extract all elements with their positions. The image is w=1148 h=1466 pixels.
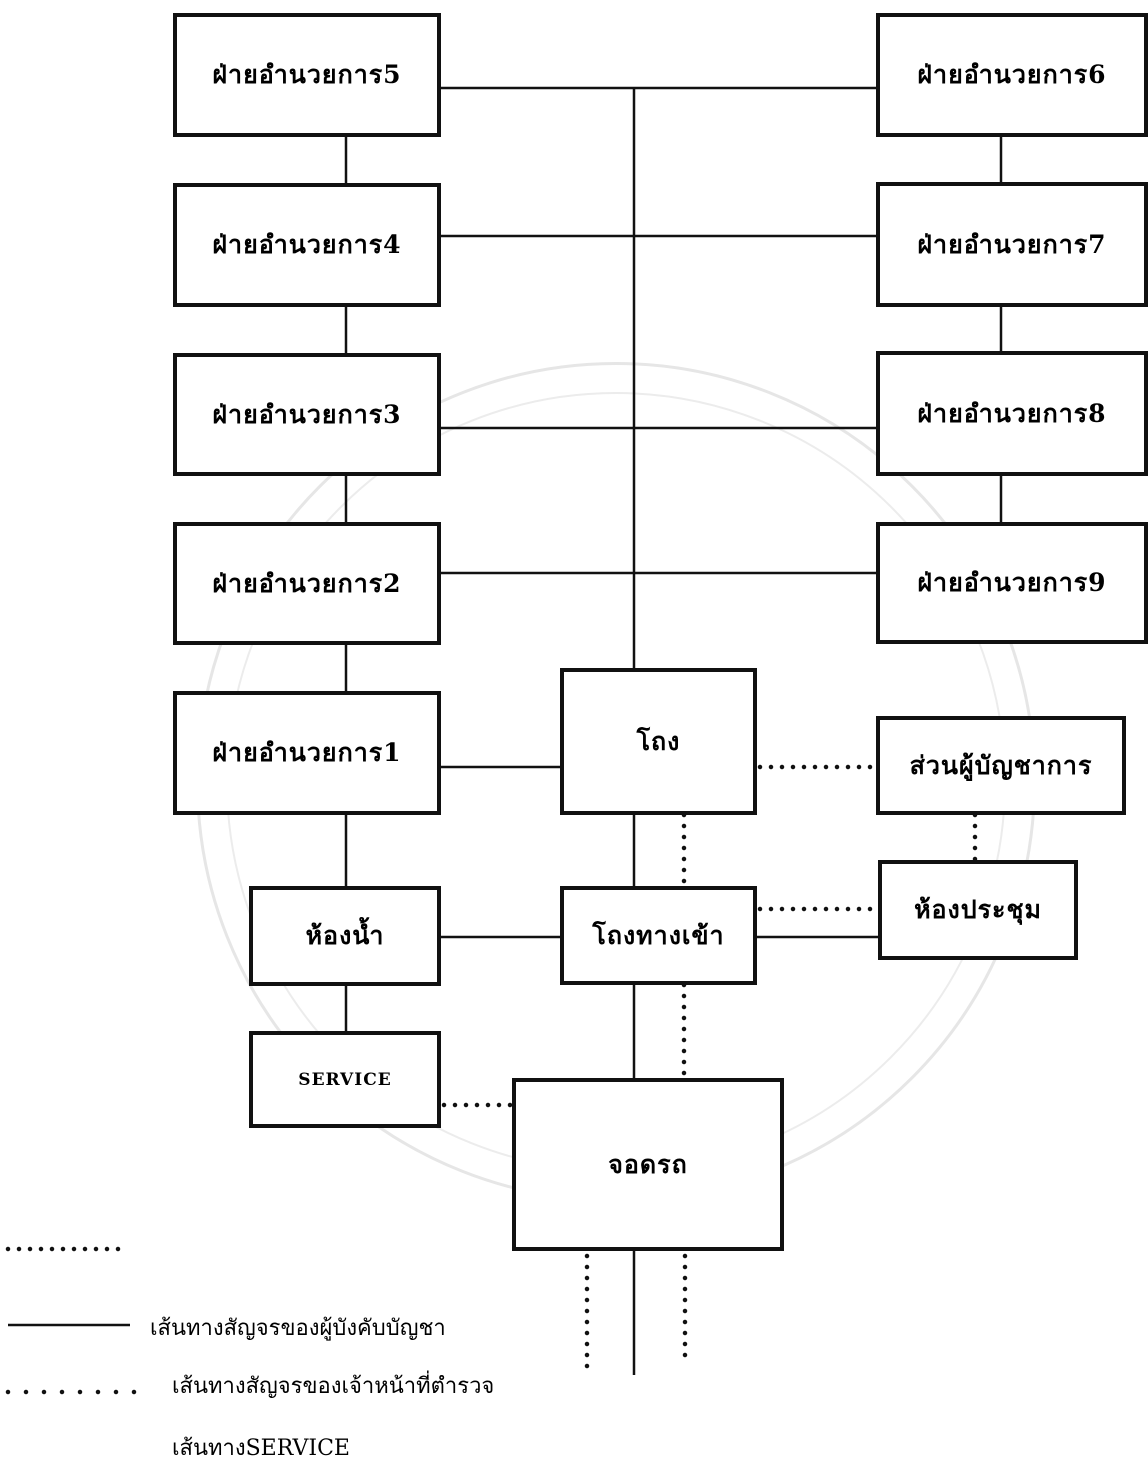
box-entrance-hall: โถงทางเข้า xyxy=(560,886,757,985)
box-admin4: ฝ่ายอำนวยการ4 xyxy=(173,183,441,307)
box-service: SERVICE xyxy=(249,1031,441,1128)
box-admin5: ฝ่ายอำนวยการ5 xyxy=(173,13,441,137)
box-label: โถง xyxy=(636,726,681,756)
box-label: ฝ่ายอำนวยการ7 xyxy=(917,229,1107,259)
box-label: ห้องน้ำ xyxy=(305,921,385,950)
box-label: โถงทางเข้า xyxy=(592,920,725,950)
box-admin6: ฝ่ายอำนวยการ6 xyxy=(876,13,1148,137)
box-label: SERVICE xyxy=(298,1069,392,1090)
box-label: ฝ่ายอำนวยการ6 xyxy=(917,60,1107,89)
box-admin3: ฝ่ายอำนวยการ3 xyxy=(173,353,441,476)
box-label: ฝ่ายอำนวยการ5 xyxy=(212,60,402,89)
box-label: ฝ่ายอำนวยการ8 xyxy=(917,398,1107,428)
box-label: จอดรถ xyxy=(608,1149,688,1179)
box-label: ฝ่ายอำนวยการ1 xyxy=(212,738,402,767)
box-label: ห้องประชุม xyxy=(914,895,1042,924)
box-label: ฝ่ายอำนวยการ4 xyxy=(212,230,402,259)
legend-commander-route: เส้นทางสัญจรของผู้บังคับบัญชา xyxy=(150,1316,446,1341)
box-label: ส่วนผู้บัญชาการ xyxy=(909,750,1093,780)
box-admin1: ฝ่ายอำนวยการ1 xyxy=(173,691,441,815)
box-restroom: ห้องน้ำ xyxy=(249,886,441,986)
box-label: ฝ่ายอำนวยการ2 xyxy=(212,568,402,598)
box-commander: ส่วนผู้บัญชาการ xyxy=(876,716,1126,815)
box-admin2: ฝ่ายอำนวยการ2 xyxy=(173,522,441,645)
legend-police-route: เส้นทางสัญจรของเจ้าหน้าที่ตำรวจ xyxy=(172,1374,495,1399)
box-hall: โถง xyxy=(560,668,757,815)
legend-service-route: เส้นทางSERVICE xyxy=(172,1436,350,1461)
box-parking: จอดรถ xyxy=(512,1078,784,1251)
box-label: ฝ่ายอำนวยการ3 xyxy=(212,399,402,429)
box-admin8: ฝ่ายอำนวยการ8 xyxy=(876,351,1148,476)
box-admin7: ฝ่ายอำนวยการ7 xyxy=(876,182,1148,307)
box-label: ฝ่ายอำนวยการ9 xyxy=(917,568,1107,597)
box-meeting-room: ห้องประชุม xyxy=(878,860,1078,960)
box-admin9: ฝ่ายอำนวยการ9 xyxy=(876,522,1148,644)
